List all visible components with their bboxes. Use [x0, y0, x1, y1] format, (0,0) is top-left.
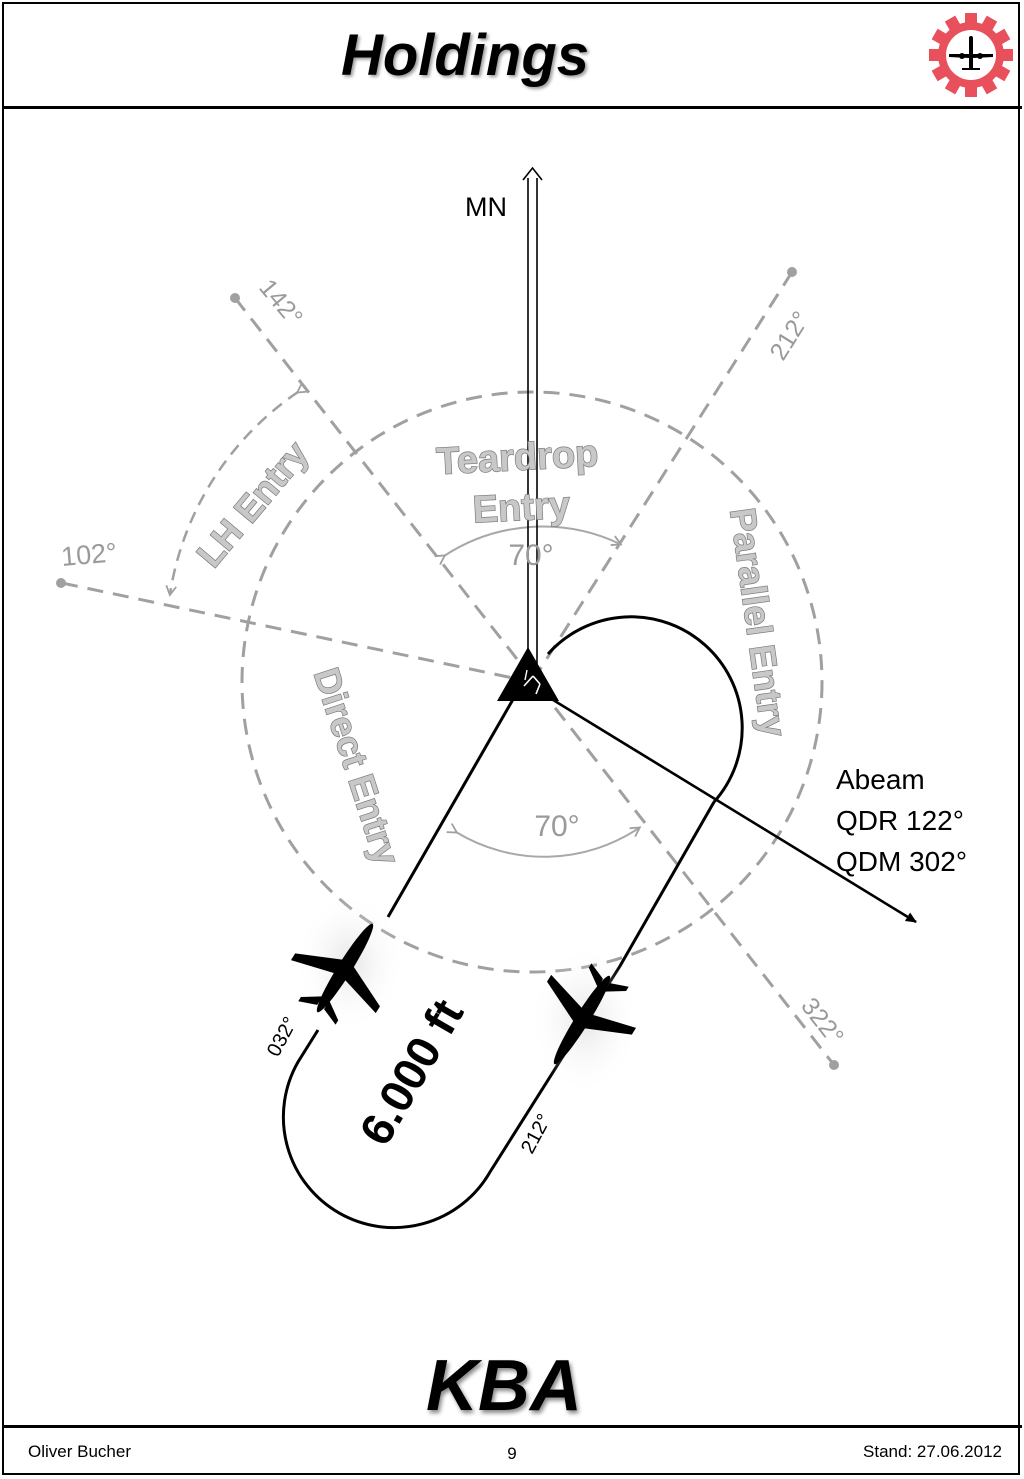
north-label: MN [465, 192, 507, 222]
lower-angle-arc [446, 823, 642, 858]
abeam-label: Abeam [836, 764, 925, 795]
radial-142-label: 142° [253, 274, 308, 332]
inbound-track-label: 032° [263, 1013, 302, 1060]
outbound-airplane-icon [547, 963, 637, 1065]
vor-triangle-icon [497, 647, 559, 701]
teardrop-entry-label-line1: Teardrop [435, 433, 599, 483]
holding-racetrack [281, 615, 744, 1230]
sector-circle [240, 390, 824, 974]
lower-angle-label: 70° [534, 810, 579, 843]
abeam-line [544, 693, 917, 924]
footer-divider [2, 1425, 1022, 1428]
abeam-qdr-label: QDR 122° [836, 805, 964, 836]
footer-page-number: 9 [507, 1444, 517, 1463]
radial-212 [530, 271, 794, 683]
radial-lines [61, 271, 836, 1066]
logo-airplane-icon [949, 36, 993, 70]
radial-end-dots [56, 267, 839, 1070]
header-divider [2, 106, 1022, 109]
upper-angle-arc [434, 525, 623, 565]
radial-102 [61, 581, 533, 684]
gear-airplane-logo-icon [929, 13, 1013, 97]
fix-name-label: KBA [426, 1346, 582, 1426]
upper-angle-label: 70° [508, 539, 553, 572]
inbound-airplane-icon [290, 923, 380, 1025]
teardrop-entry-label-line2: Entry [472, 485, 571, 532]
lh-entry-arc [165, 382, 308, 597]
page-title: Holdings [340, 23, 590, 88]
lh-entry-label: LH Entry [189, 433, 317, 574]
magnetic-north-arrow [522, 166, 543, 668]
abeam-qdm-label: QDM 302° [836, 846, 967, 877]
radial-142-322 [233, 297, 836, 1066]
radial-102-label: 102° [60, 537, 118, 572]
radial-212-label: 212° [764, 306, 815, 365]
radial-322-label: 322° [795, 992, 849, 1050]
direct-entry-label: Direct Entry [306, 663, 408, 870]
footer-date: Stand: 27.06.2012 [863, 1442, 1002, 1461]
footer-author: Oliver Bucher [28, 1442, 131, 1461]
